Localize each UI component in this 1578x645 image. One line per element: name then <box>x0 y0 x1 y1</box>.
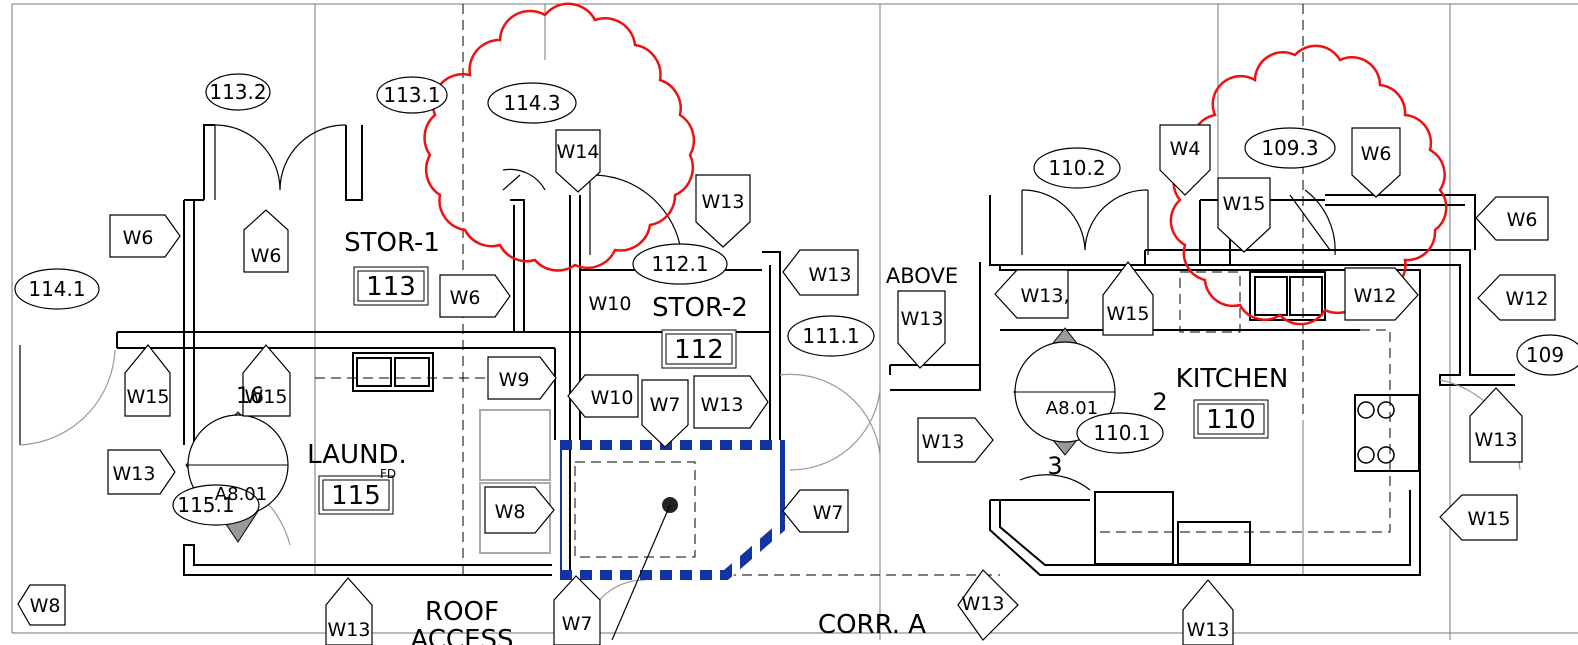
room-number-stor1: 113 <box>366 272 416 302</box>
room-number-laund: 115 <box>331 481 381 511</box>
section-ref-laund: A8.01 <box>215 484 267 505</box>
room-name-stor2: STOR-2 <box>652 293 748 323</box>
door-109-3: 109.3 <box>1261 136 1318 160</box>
tag-w10: W10 <box>589 293 632 315</box>
room-name-laund: LAUND. <box>307 440 407 470</box>
wall-tag-labels: W6 W6 W14 W13 W6 W13 W15 W15 W9 W10 W10 … <box>30 138 1549 641</box>
tag-w8: W8 <box>30 595 61 617</box>
room-number-boxes <box>318 266 1269 515</box>
tag-w13: W13 <box>1475 429 1518 451</box>
tag-w6: W6 <box>1361 143 1392 165</box>
tag-w15: W15 <box>245 386 288 408</box>
door-tags <box>14 73 1578 526</box>
note-above: ABOVE <box>886 264 958 288</box>
tag-w6: W6 <box>123 227 154 249</box>
tag-w13: W13 <box>962 593 1005 615</box>
notes: ABOVE 16 FD <box>236 264 958 481</box>
tag-w12: W12 <box>1354 285 1397 307</box>
tag-w14: W14 <box>557 141 600 163</box>
section-number-3: 3 <box>1047 452 1062 480</box>
tag-w13: W13 <box>1187 619 1230 641</box>
door-112-1: 112.1 <box>651 252 708 276</box>
wall-type-tags <box>17 124 1556 645</box>
door-113-2: 113.2 <box>209 80 266 104</box>
door-110-1: 110.1 <box>1093 421 1150 445</box>
stove-burners <box>1357 401 1395 464</box>
room-name-stor1: STOR-1 <box>344 228 440 258</box>
tag-w8: W8 <box>495 501 526 523</box>
section-number-2: 2 <box>1152 388 1167 416</box>
door-labels: 113.2 113.1 114.3 114.1 112.1 111.1 110.… <box>28 80 1564 517</box>
tag-w7: W7 <box>562 613 593 635</box>
tag-w7: W7 <box>650 394 681 416</box>
room-name-corr: CORR. A <box>818 610 926 640</box>
room-labels: STOR-1 113 STOR-2 112 LAUND. 115 KITCHEN… <box>307 228 1288 645</box>
room-number-stor2: 112 <box>674 335 724 365</box>
tag-w6: W6 <box>450 287 481 309</box>
room-number-kitchen: 110 <box>1206 405 1256 435</box>
room-name-roof: ROOF <box>425 597 499 627</box>
tag-w13: W13 <box>702 191 745 213</box>
tag-w13: W13 <box>901 308 944 330</box>
door-114-1: 114.1 <box>28 277 85 301</box>
door-113-1: 113.1 <box>383 83 440 107</box>
tag-w15: W15 <box>1468 508 1511 530</box>
door-114-3: 114.3 <box>503 91 560 115</box>
tag-w13: W13 <box>328 619 371 641</box>
tag-w13: W13 <box>922 431 965 453</box>
tag-w15: W15 <box>1223 193 1266 215</box>
tag-w6: W6 <box>251 245 282 267</box>
tag-w15: W15 <box>1107 303 1150 325</box>
door-109: 109 <box>1526 343 1564 367</box>
section-ref-kitchen: A8.01 <box>1046 398 1098 419</box>
tag-w15: W15 <box>127 386 170 408</box>
tag-w13: W13 <box>113 463 156 485</box>
section-labels: A8.01 A8.01 2 3 <box>215 388 1168 505</box>
tag-w13: W13 <box>701 394 744 416</box>
door-115-1: 115.1 <box>177 493 234 517</box>
tag-w12: W12 <box>1506 288 1549 310</box>
tag-w13-comma: W13, <box>1020 285 1069 307</box>
tag-w6: W6 <box>1507 209 1538 231</box>
tag-w13: W13 <box>809 264 852 286</box>
tag-w10: W10 <box>591 387 634 409</box>
room-name-roof-access: ACCESS <box>410 625 513 645</box>
room-name-kitchen: KITCHEN <box>1176 364 1289 394</box>
door-111-1: 111.1 <box>802 324 859 348</box>
tag-w9: W9 <box>499 369 530 391</box>
note-fd: FD <box>380 467 396 481</box>
note-16: 16 <box>236 384 264 409</box>
walls <box>116 124 1515 576</box>
tag-w4: W4 <box>1170 138 1201 160</box>
shower-enclosure <box>552 440 785 641</box>
door-110-2: 110.2 <box>1048 156 1105 180</box>
tag-w7: W7 <box>813 502 844 524</box>
grid-lines <box>11 3 1578 640</box>
